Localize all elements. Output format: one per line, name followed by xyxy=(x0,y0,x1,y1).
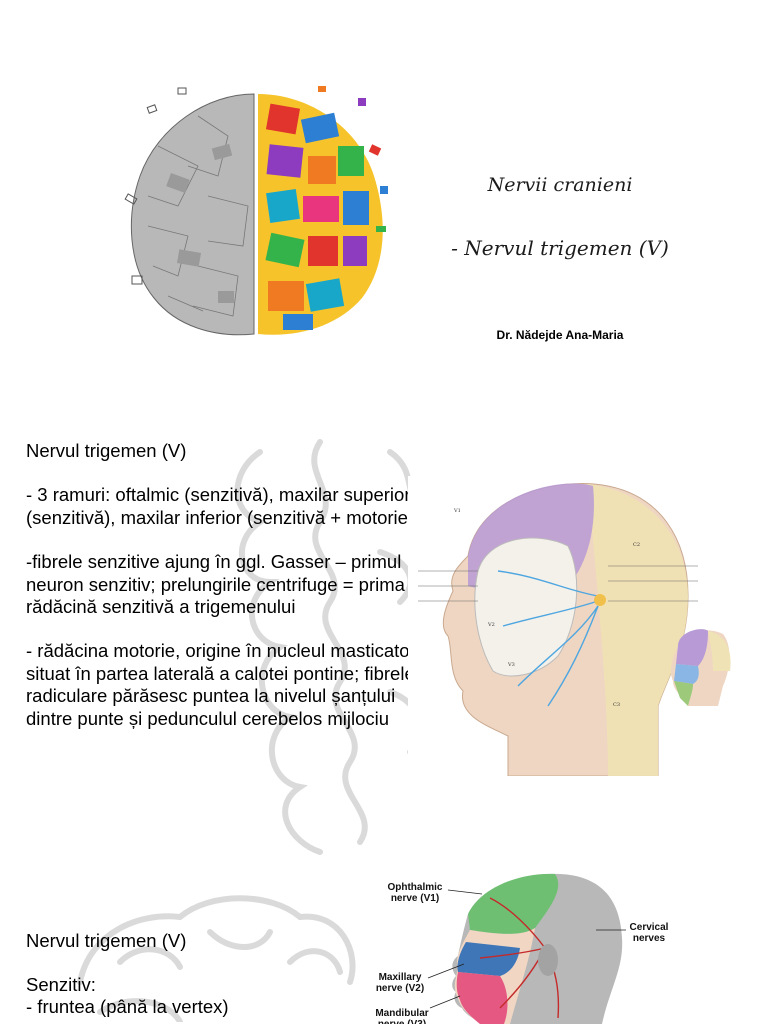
label-mandibular: Mandibular nerve (V3) xyxy=(375,1008,429,1024)
author-name: Dr. Nădejde Ana-Maria xyxy=(496,328,624,342)
svg-text:V3: V3 xyxy=(507,662,515,668)
svg-text:V1: V1 xyxy=(453,508,461,514)
sensory-heading: Senzitiv: xyxy=(26,974,96,995)
paragraph-motor-root: - rădăcina motorie, origine în nucleul m… xyxy=(26,640,416,729)
slide3-text: Nervul trigemen (V) Senzitiv: - fruntea … xyxy=(26,930,229,1018)
slide-heading: Nervul trigemen (V) xyxy=(26,440,187,461)
svg-text:V2: V2 xyxy=(487,622,495,628)
content-slide-branches: Nervul trigemen (V) - 3 ramuri: oftalmic… xyxy=(0,432,768,864)
paragraph-branches: - 3 ramuri: oftalmic (senzitivă), maxila… xyxy=(26,484,415,528)
slide2-text: Nervul trigemen (V) - 3 ramuri: oftalmic… xyxy=(26,440,426,730)
paragraph-sensory-fibers: -fibrele senzitive ajung în ggl. Gasser … xyxy=(26,551,405,618)
dermatome-head-figure: Ophthalmic nerve (V1) Maxillary nerve (V… xyxy=(370,868,700,1024)
svg-text:C3: C3 xyxy=(613,702,620,708)
svg-text:C2: C2 xyxy=(633,542,640,548)
brain-mosaic-illustration xyxy=(124,86,388,336)
title-slide: Nervii cranieni - Nervul trigemen (V) Dr… xyxy=(0,0,768,432)
label-ophthalmic: Ophthalmic nerve (V1) xyxy=(387,882,443,904)
slide-heading: Nervul trigemen (V) xyxy=(26,930,187,951)
presentation-subtitle: - Nervul trigemen (V) xyxy=(451,236,669,260)
label-maxillary: Maxillary nerve (V2) xyxy=(375,972,425,994)
label-cervical: Cervical nerves xyxy=(629,922,669,944)
sensory-item-forehead: - fruntea (până la vertex) xyxy=(26,996,229,1017)
content-slide-sensory: Nervul trigemen (V) Senzitiv: - fruntea … xyxy=(0,864,768,1024)
presentation-title: Nervii cranieni xyxy=(487,174,633,196)
brain-outline-watermark xyxy=(77,895,356,1022)
